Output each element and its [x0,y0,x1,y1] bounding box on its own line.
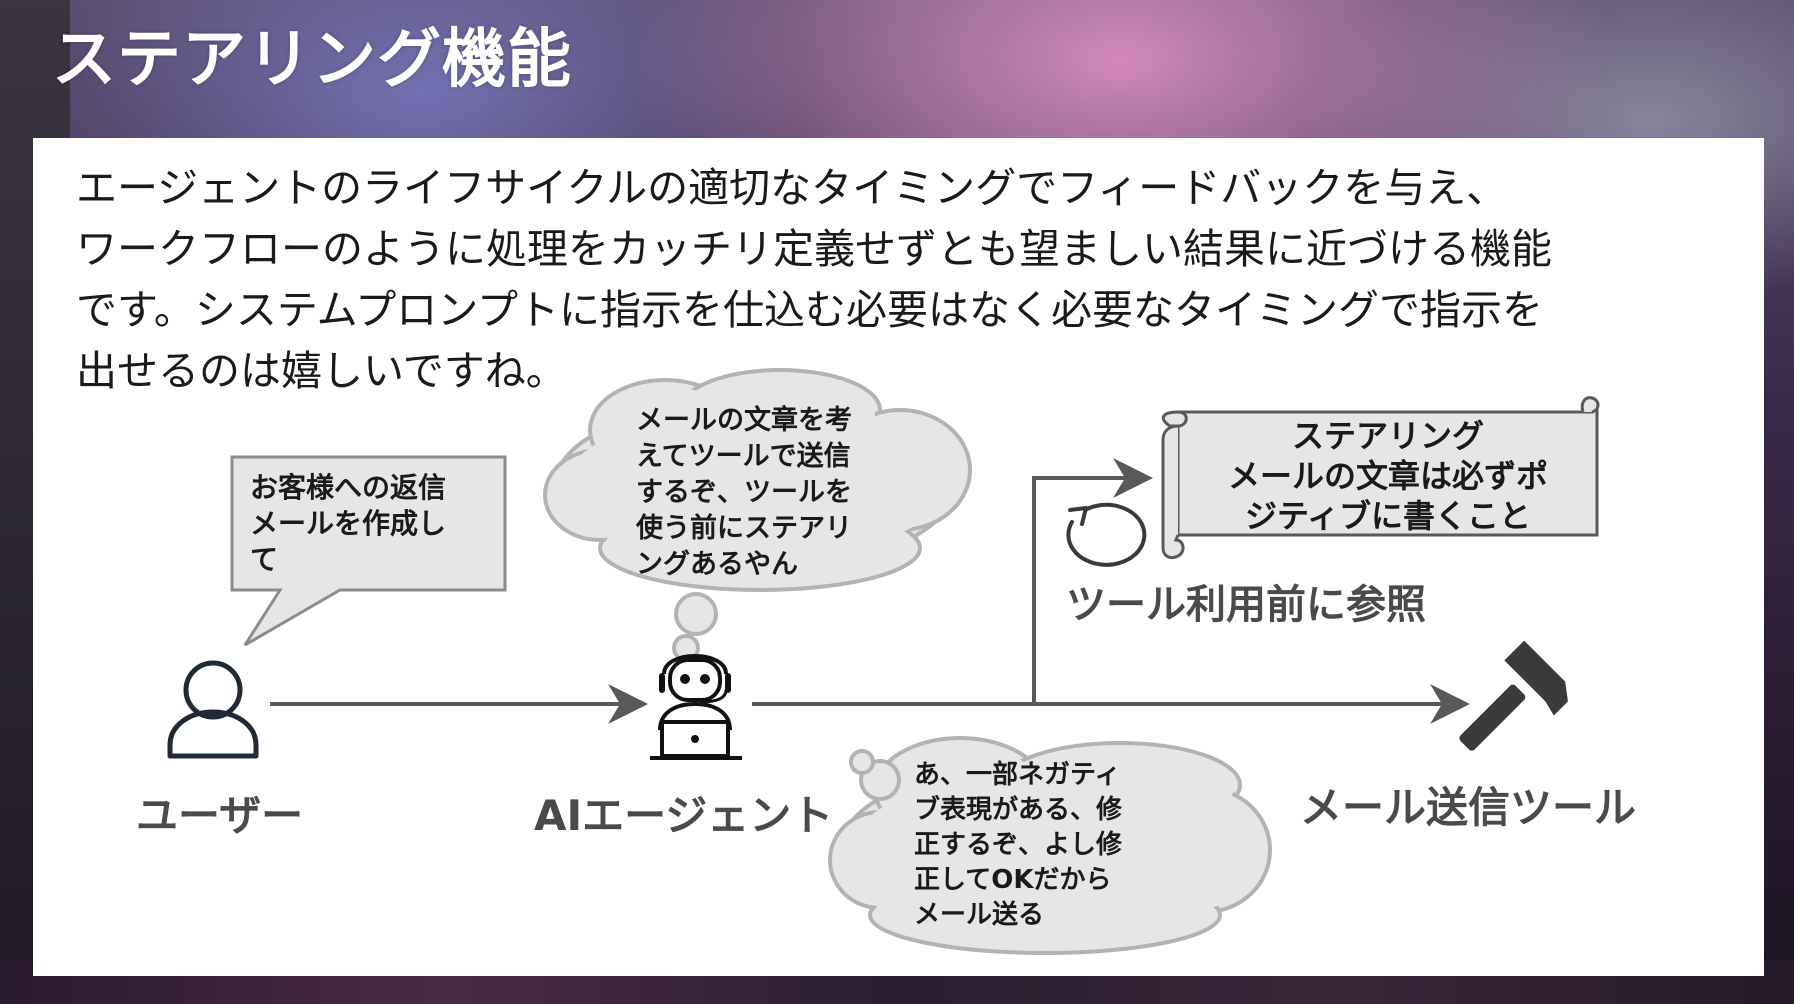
speech-line: て [250,543,279,576]
thought-line: 正するぞ、よし修 [914,830,1123,860]
description-line: 出せるのは嬉しいですね。 [76,347,567,395]
thought-line: メール送る [914,900,1045,930]
thought-line: 使う前にステアリ [636,513,852,544]
user-speech-text: お客様への返信 メールを作成し て [250,470,446,578]
steering-scroll-text: ステアリング メールの文章は必ずポ ジティブに書くこと [1190,416,1586,536]
scroll-line: ステアリング [1291,417,1484,455]
steering-reference-arrow [1032,458,1153,704]
description-line: エージェントのライフサイクルの適切なタイミングでフィードバックを与え、 [76,164,1508,212]
speech-line: メールを作成し [250,507,447,540]
scroll-line: メールの文章は必ずポ [1227,457,1548,495]
robot-icon [650,654,742,760]
steering-reference-label: ツール利用前に参照 [1066,582,1426,628]
scroll-line: ジティブに書くこと [1244,497,1532,535]
agent-revision-text: あ、一部ネガティ ブ表現がある、修 正するぞ、よし修 正してOKだから メール送… [914,758,1122,933]
slide-title: ステアリング機能 [52,23,572,97]
thought-line: 正してOKだから [914,865,1112,895]
description-line: ワークフローのように処理をカッチリ定義せずとも望ましい結果に近づける機能 [76,225,1552,273]
steering-scroll [1161,396,1600,560]
agent-thought-cloud [543,368,972,662]
thought-line: ブ表現がある、修 [914,795,1123,825]
agent-label: AIエージェント [534,791,834,840]
speech-line: お客様への返信 [250,471,447,504]
user-speech-bubble [230,455,507,647]
hammer-icon [1459,640,1568,751]
thought-line: えてツールで送信 [636,441,851,472]
agent-thought-text: メールの文章を考 えてツールで送信 するぞ、ツールを 使う前にステアリ ングある… [636,403,852,583]
thought-line: メールの文章を考 [636,405,852,436]
agent-revision-cloud [828,736,1272,955]
thought-line: ングあるやん [636,549,798,580]
thought-line: あ、一部ネガティ [914,760,1121,790]
thought-line: するぞ、ツールを [636,477,852,508]
refresh-icon [1066,502,1147,567]
user-label: ユーザー [136,791,304,840]
description-line: です。システムプロンプトに指示を仕込む必要はなく必要なタイミングで指示を [76,286,1543,334]
tool-label: メール送信ツール [1300,783,1637,832]
user-icon [167,660,259,759]
description-text: エージェントのライフサイクルの適切なタイミングでフィードバックを与え、 ワークフ… [76,158,1736,402]
